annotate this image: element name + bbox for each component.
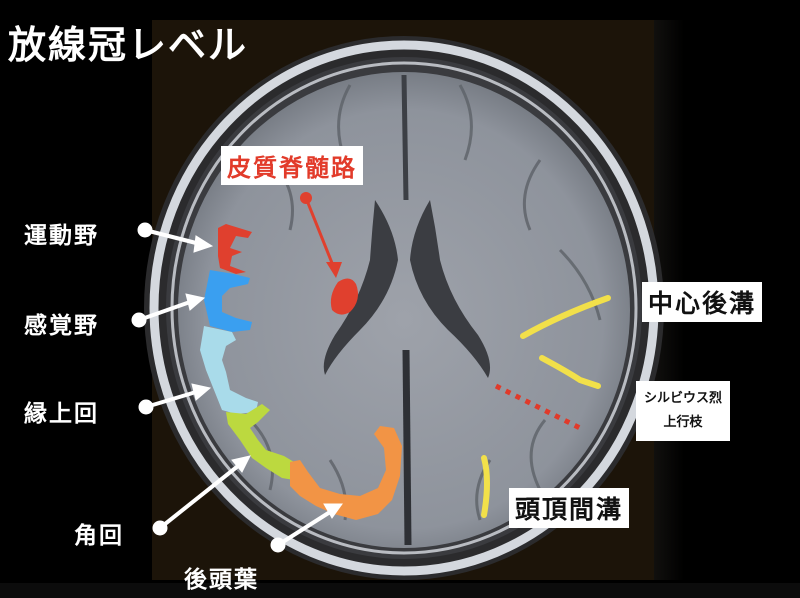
occipital-lobe-region [290, 426, 402, 520]
sylvian-ascending-ramus-marker [539, 355, 601, 389]
label-sylvian-fissure-ascending-ramus: シルビウス烈 上行枝 [636, 381, 731, 441]
label-supramarginal-gyrus: 縁上回 [24, 401, 99, 427]
angular-gyrus-region [226, 404, 294, 480]
label-occipital-lobe: 後頭葉 [184, 567, 259, 593]
intraparietal-sulcus-marker [481, 455, 490, 518]
label-motor-area: 運動野 [24, 223, 99, 249]
label-postcentral-sulcus: 中心後溝 [642, 282, 763, 322]
sylvian-line1: シルビウス烈 [644, 391, 723, 406]
sensory-arrowhead [185, 293, 206, 311]
motor-arrowhead [193, 235, 214, 253]
sensory-area-region [204, 270, 252, 332]
interhemispheric-fissure-posterior [402, 349, 412, 546]
corticospinal-pointer-line [304, 197, 336, 269]
motor-area-region [218, 224, 252, 274]
postcentral-sulcus-marker [520, 295, 611, 339]
corticospinal-tract-region [330, 278, 358, 315]
label-angular-gyrus: 角回 [74, 523, 124, 549]
left-lateral-ventricle [323, 200, 398, 375]
supramarginal-arrowhead [191, 383, 212, 401]
page-title: 放線冠レベル [8, 23, 249, 67]
label-pointers [131, 222, 343, 553]
right-lateral-ventricle [410, 200, 491, 378]
supramarginal-gyrus-region [200, 326, 258, 414]
sylvian-fissure-dotted-line [494, 383, 582, 431]
label-sensory-area: 感覚野 [24, 313, 99, 339]
label-corticospinal-tract: 皮質脊髄路 [221, 146, 363, 185]
sylvian-line2: 上行枝 [663, 415, 703, 430]
occipital-arrowhead [323, 503, 343, 519]
bottom-band [0, 583, 800, 598]
angular-arrowhead [231, 455, 251, 473]
label-intraparietal-sulcus: 頭頂間溝 [509, 488, 630, 528]
interhemispheric-fissure-anterior [401, 74, 409, 201]
corticospinal-arrowhead [326, 262, 342, 278]
